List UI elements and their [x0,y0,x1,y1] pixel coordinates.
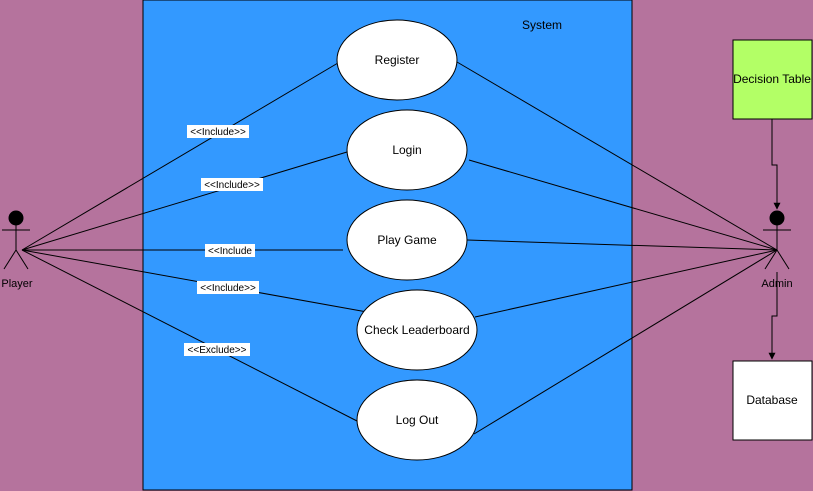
use-case-register[interactable]: Register [336,19,458,101]
use-case-log-out[interactable]: Log Out [356,379,478,461]
connector-decision-table-to-admin [771,119,781,210]
use-case-check-leaderboard-label: Check Leaderboard [364,323,469,337]
label-log-out-exclude: <<Exclude>> [188,345,247,356]
admin-associations [456,61,778,435]
assoc-admin-register [456,61,778,251]
stick-figure-icon [763,210,791,270]
use-case-login-label: Login [392,143,421,157]
label-register-include: <<Include>> [190,127,246,138]
database-box[interactable]: Database [732,360,813,441]
connector-admin-to-database [768,272,778,360]
assoc-admin-log-out [473,249,778,435]
stick-figure-icon [2,210,30,270]
label-check-leaderboard-include: <<Include>> [200,283,256,294]
assoc-player-check-leaderboard [21,249,368,313]
actor-player-label: Player [1,278,33,290]
label-play-game-include: <<Include [208,246,252,257]
label-login-include: <<Include>> [204,180,260,191]
use-case-play-game[interactable]: Play Game [346,199,468,281]
decision-table-label: Decision Table [733,72,811,86]
use-case-check-leaderboard[interactable]: Check Leaderboard [356,289,478,371]
relationship-labels: <<Include>> <<Include>> <<Include <<Incl… [184,125,263,356]
assoc-player-log-out [21,249,358,422]
use-case-log-out-label: Log Out [396,413,439,427]
database-label: Database [746,393,798,407]
external-connectors [768,119,781,360]
assoc-admin-play-game [466,239,778,251]
assoc-player-register [21,59,344,251]
use-case-play-game-label: Play Game [377,233,437,247]
assoc-admin-check-leaderboard [474,249,778,318]
actor-player[interactable]: Player [1,210,33,290]
decision-table-box[interactable]: Decision Table [732,39,813,120]
use-case-login[interactable]: Login [346,109,468,191]
assoc-player-login [21,151,348,251]
use-case-register-label: Register [375,53,420,67]
player-associations [21,59,368,422]
assoc-admin-login [468,159,778,251]
system-label: System [522,18,562,32]
